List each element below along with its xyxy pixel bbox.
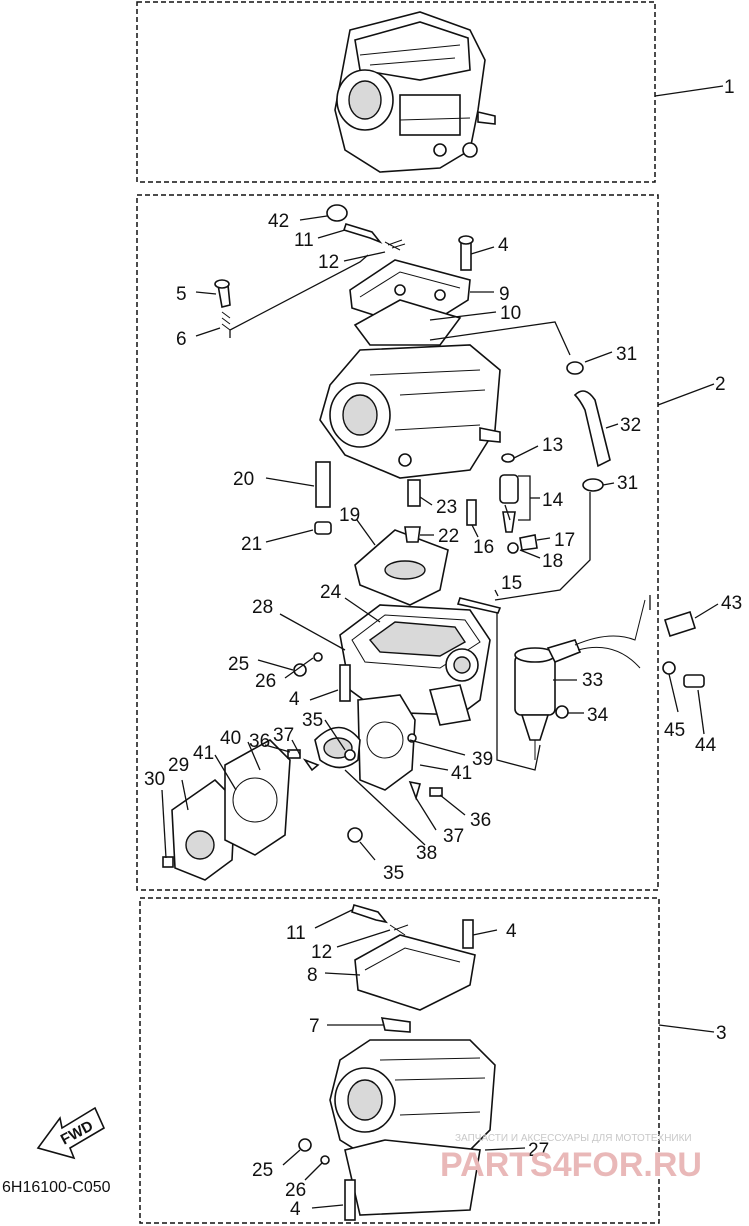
callout-6: 6 [176,329,187,350]
callout-26: 26 [255,671,276,692]
watermark-tagline: ЗАПЧАСТИ И АКСЕССУАРЫ ДЛЯ МОТОТЕХНИКИ [455,1133,692,1144]
callout-35: 35 [383,863,404,884]
callout-4: 4 [498,235,509,256]
frame-assembly-1 [136,1,656,183]
callout-35: 35 [302,710,323,731]
callout-22: 22 [438,526,459,547]
callout-29: 29 [168,755,189,776]
callout-16: 16 [473,537,494,558]
callout-3: 3 [716,1023,727,1044]
callout-8: 8 [307,965,318,986]
carburetor-body-2 [319,259,501,479]
callout-1: 1 [724,77,735,98]
callout-27: 27 [528,1140,549,1161]
callout-labels: 1 2 3 42 11 12 4 5 9 10 6 31 32 13 31 20… [144,77,742,1220]
callout-31: 31 [617,473,638,494]
leader-lines [161,85,724,1209]
callout-11: 11 [294,230,314,251]
callout-21: 21 [241,534,262,555]
callout-31: 31 [616,344,637,365]
callout-41: 41 [193,743,214,764]
callout-36: 36 [470,810,491,831]
callout-43: 43 [721,593,742,614]
callout-23: 23 [436,497,457,518]
callout-25: 25 [228,654,249,675]
float-chamber [339,604,491,726]
callout-17: 17 [554,530,575,551]
callout-40: 40 [220,728,241,749]
callout-34: 34 [587,705,609,726]
fwd-arrow-icon [36,1106,106,1160]
callout-13: 13 [542,435,563,456]
callout-36: 36 [249,731,270,752]
callout-4: 4 [506,921,517,942]
callout-11: 11 [286,923,306,944]
callout-37: 37 [443,826,464,847]
callout-5: 5 [176,284,187,305]
callout-20: 20 [233,469,254,490]
carburetor-assembly-1 [334,11,496,173]
callout-7: 7 [309,1016,320,1037]
callout-41: 41 [451,763,472,784]
callout-42: 42 [268,211,289,232]
callout-39: 39 [472,749,493,770]
callout-32: 32 [620,415,641,436]
hose-clip-upper [566,361,584,375]
callout-45: 45 [664,720,685,741]
solenoid [514,599,646,760]
callout-15: 15 [501,573,522,594]
callout-37: 37 [273,725,294,746]
callout-19: 19 [339,505,360,526]
hose [573,390,611,468]
callout-4: 4 [289,689,300,710]
watermark-logo: PARTS4FOR.RU [440,1146,702,1184]
callout-30: 30 [144,769,165,790]
callout-18: 18 [542,551,563,572]
callout-33: 33 [582,670,603,691]
callout-25: 25 [252,1160,273,1181]
callout-12: 12 [311,942,332,963]
callout-9: 9 [499,284,510,305]
carburetor-assembly-3 [298,904,496,1221]
fwd-arrow: FWD [36,1106,106,1160]
callout-4: 4 [290,1199,301,1220]
callout-28: 28 [252,597,273,618]
callout-44: 44 [695,735,717,756]
callout-26: 26 [285,1180,306,1201]
frame-assembly-2 [136,194,659,891]
callout-24: 24 [320,582,342,603]
hose-clip-lower [582,478,604,492]
callout-12: 12 [318,252,339,273]
frame-assembly-3 [139,897,660,1224]
diaphragm-assembly [162,694,443,881]
callout-10: 10 [500,303,521,324]
diagram-code: 6H16100-C050 [2,1179,111,1196]
callout-2: 2 [715,374,726,395]
callout-38: 38 [416,843,437,864]
callout-14: 14 [542,490,564,511]
small-parts [214,204,705,719]
